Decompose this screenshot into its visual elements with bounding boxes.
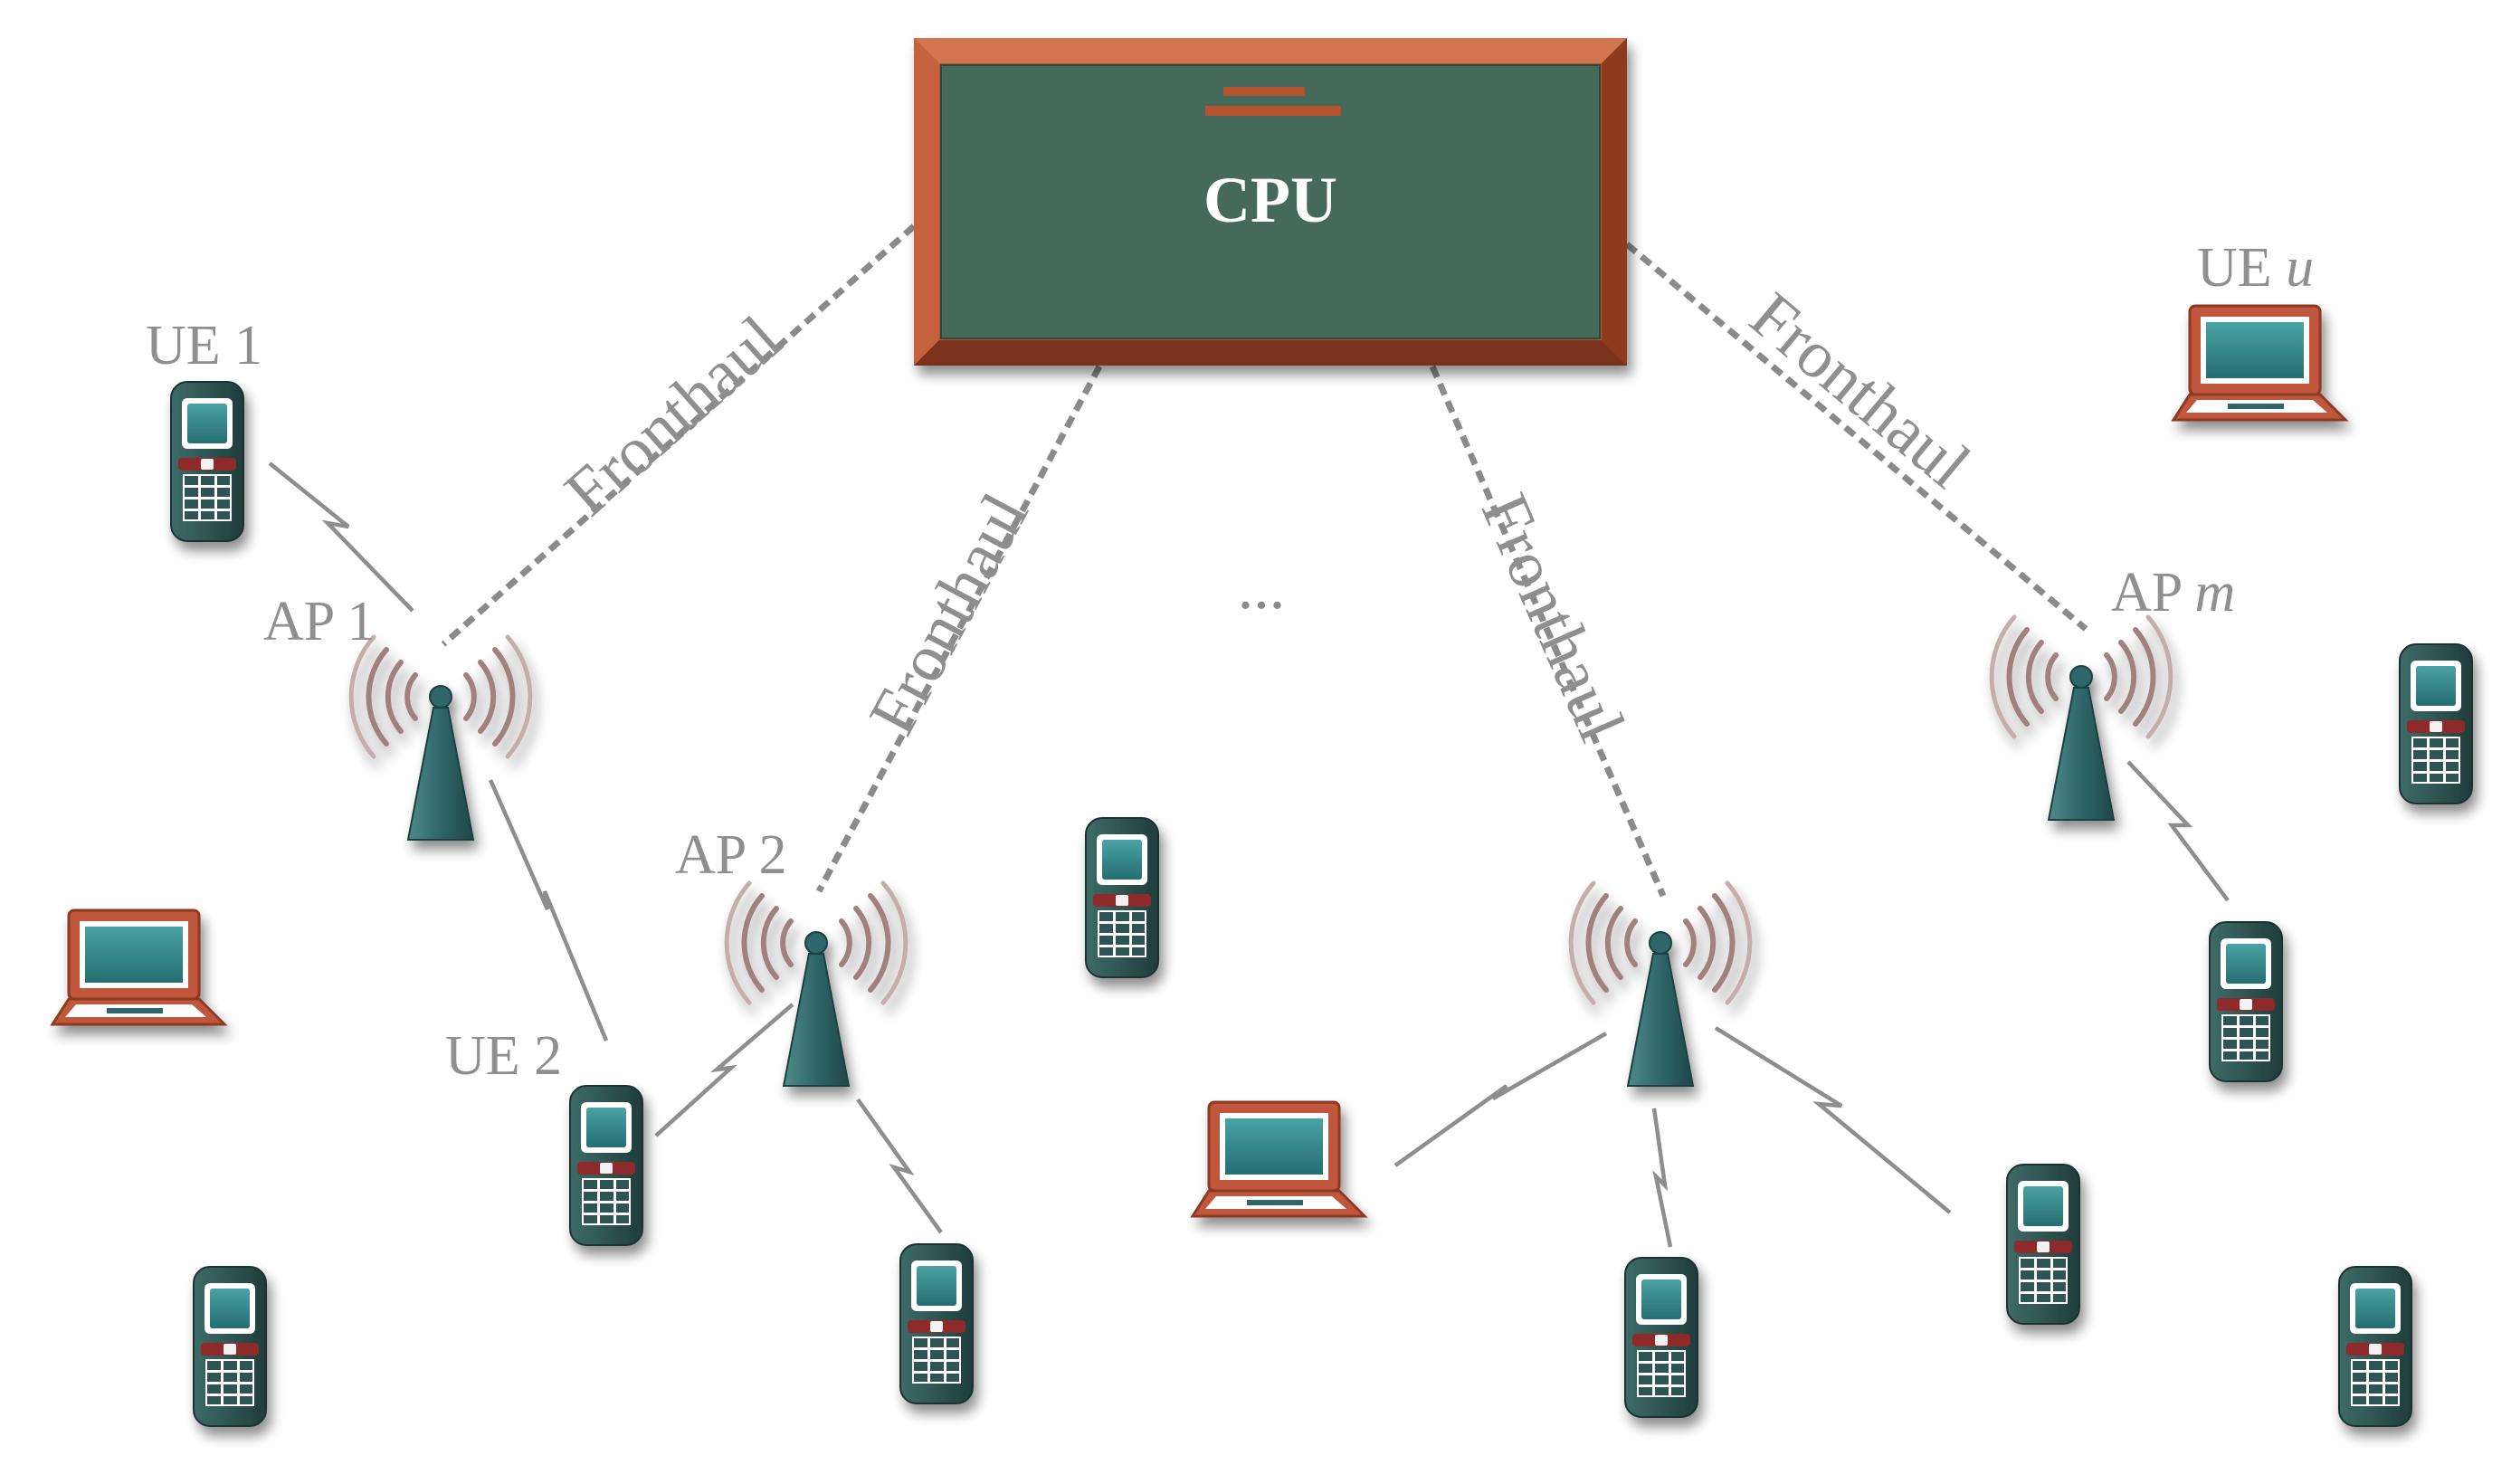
phone-apm: [2209, 921, 2283, 1082]
ue-1-phone: UE 1: [146, 315, 262, 542]
phone-bottom-ap2: [899, 1243, 974, 1404]
cpu-label: CPU: [1203, 164, 1337, 236]
access-point-3: [1571, 883, 1750, 1086]
fronthaul-link-ap2: [815, 365, 1103, 893]
fronthaul-link-ap1: [441, 224, 917, 647]
fronthaul-label-1: Fronthaul: [551, 302, 795, 530]
fronthaul-link-apm: [1624, 242, 2088, 632]
ap2-label: AP 2: [675, 824, 786, 886]
access-point-1: AP 1: [263, 591, 530, 840]
wireless-link-ap3-phone-bottom: [1651, 1108, 1673, 1248]
access-point-2: AP 2: [675, 824, 906, 1086]
fronthaul-label-3: Fronthaul: [1467, 483, 1639, 752]
phone-right-ap3: [2006, 1164, 2080, 1325]
access-point-m: AP m: [1992, 562, 2235, 820]
ue-u-laptop: UE u: [2172, 237, 2347, 422]
phone-center: [1085, 817, 1159, 978]
phone-far-right: [2399, 643, 2473, 804]
ap1-label: AP 1: [263, 591, 375, 652]
wireless-links: [268, 461, 2230, 1248]
fronthaul-label-4: Fronthaul: [1736, 279, 1983, 503]
phone-bottom-right: [2338, 1266, 2412, 1427]
ueu-label: UE u: [2197, 237, 2314, 299]
wireless-link-ap2-phone: [856, 1098, 943, 1234]
wireless-link-ue2-ap2: [654, 1003, 794, 1137]
ue1-label: UE 1: [146, 315, 262, 376]
ellipsis: ...: [1238, 553, 1286, 623]
ue-2-phone: UE 2: [445, 1025, 643, 1246]
wireless-link-laptop-ap3: [1393, 1032, 1608, 1167]
fronthaul-links: [441, 224, 2088, 898]
ue2-label: UE 2: [445, 1025, 562, 1087]
fronthaul-link-ap3: [1429, 365, 1667, 898]
wireless-link-ap1-ue2: [488, 779, 609, 1042]
fronthaul-label-2: Fronthaul: [855, 481, 1043, 746]
wireless-link-ue1-ap1: [268, 461, 414, 613]
cpu-box: CPU: [914, 38, 1627, 366]
phone-bottom-ap3: [1624, 1257, 1698, 1418]
phone-bottom-left: [193, 1266, 267, 1427]
apm-label: AP m: [2111, 562, 2235, 623]
laptop-left: [51, 908, 226, 1026]
wireless-link-ap3-phone-right: [1714, 1026, 1952, 1214]
laptop-center: [1191, 1100, 1366, 1218]
wireless-link-apm-phone: [2126, 760, 2230, 902]
